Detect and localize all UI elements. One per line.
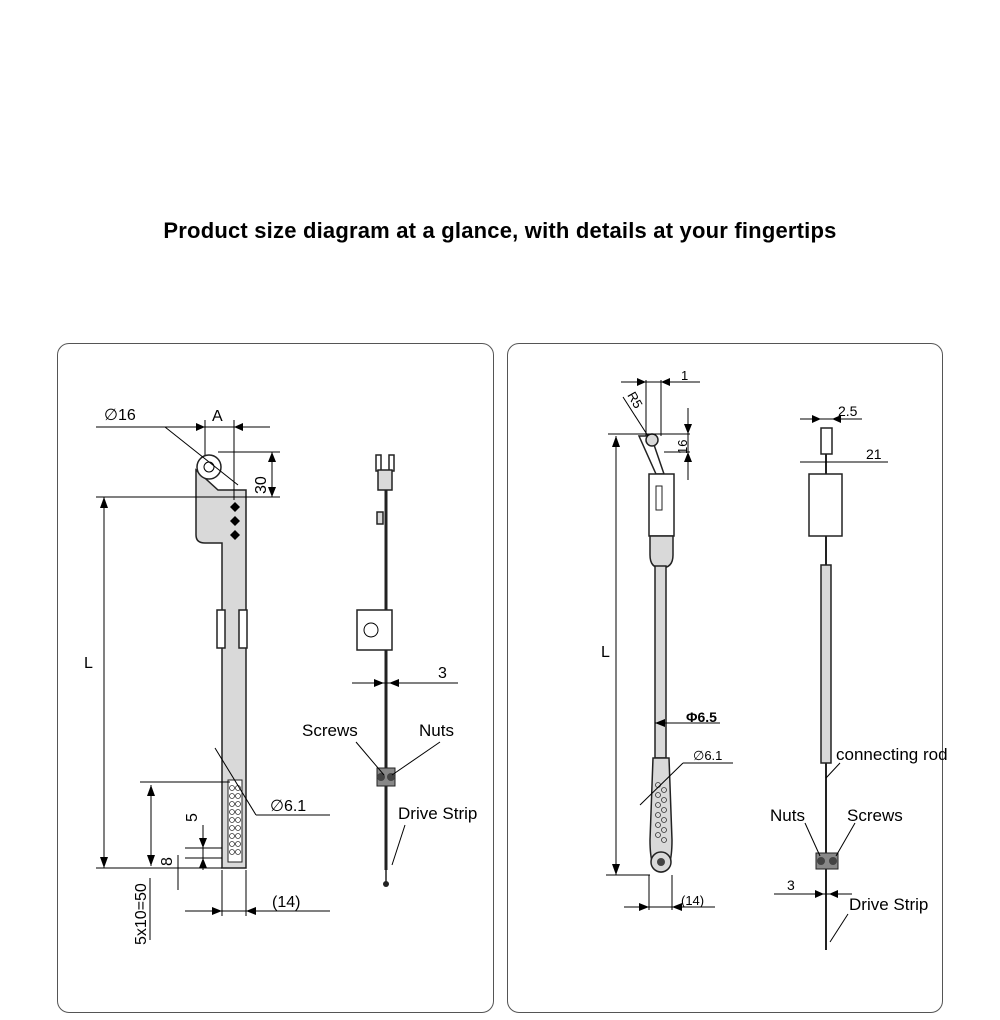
dim-30: 30 bbox=[253, 476, 270, 494]
dim-16: 16 bbox=[675, 440, 690, 454]
right-dimension-lines bbox=[606, 380, 733, 910]
dim-5x10: 5x10=50 bbox=[133, 883, 150, 945]
dim-3-right: 3 bbox=[787, 877, 795, 893]
dim-2-5: 2.5 bbox=[838, 403, 858, 419]
dim-phi-6-5: Φ6.5 bbox=[686, 709, 717, 725]
dim-diameter-6-1-right: ∅6.1 bbox=[693, 748, 722, 763]
label-nuts-left: Nuts bbox=[419, 721, 454, 740]
label-connecting-rod: connecting rod bbox=[836, 745, 948, 764]
dim-l-left: L bbox=[84, 655, 93, 672]
dim-diameter-16: ∅16 bbox=[104, 407, 136, 424]
right-side-view bbox=[808, 427, 843, 950]
label-screws-right: Screws bbox=[847, 806, 903, 825]
right-side-dim-lines bbox=[774, 418, 888, 943]
dim-l-right: L bbox=[601, 644, 610, 661]
dim-3-left: 3 bbox=[438, 665, 447, 682]
dim-r5: R5 bbox=[624, 389, 645, 411]
dim-14-left: (14) bbox=[272, 894, 300, 911]
dim-8: 8 bbox=[159, 857, 176, 866]
flat-bar-part bbox=[195, 454, 248, 869]
label-drive-strip-right: Drive Strip bbox=[849, 895, 928, 914]
right-diagram-panel bbox=[507, 343, 943, 1013]
dim-1: 1 bbox=[681, 368, 688, 383]
dim-14-right: (14) bbox=[681, 893, 704, 908]
dim-5: 5 bbox=[184, 813, 201, 822]
label-drive-strip-left: Drive Strip bbox=[398, 804, 477, 823]
dim-diameter-6-1-left: ∅6.1 bbox=[270, 798, 306, 815]
left-side-dim-lines bbox=[352, 682, 458, 866]
left-side-view bbox=[356, 454, 396, 887]
left-arrowheads bbox=[100, 423, 276, 915]
connecting-rod-part bbox=[637, 433, 675, 873]
dim-a: A bbox=[212, 408, 223, 425]
label-nuts-right: Nuts bbox=[770, 806, 805, 825]
label-screws-left: Screws bbox=[302, 721, 358, 740]
left-diagram-panel bbox=[57, 343, 494, 1013]
page-heading: Product size diagram at a glance, with d… bbox=[163, 218, 837, 243]
dim-21: 21 bbox=[866, 446, 882, 462]
